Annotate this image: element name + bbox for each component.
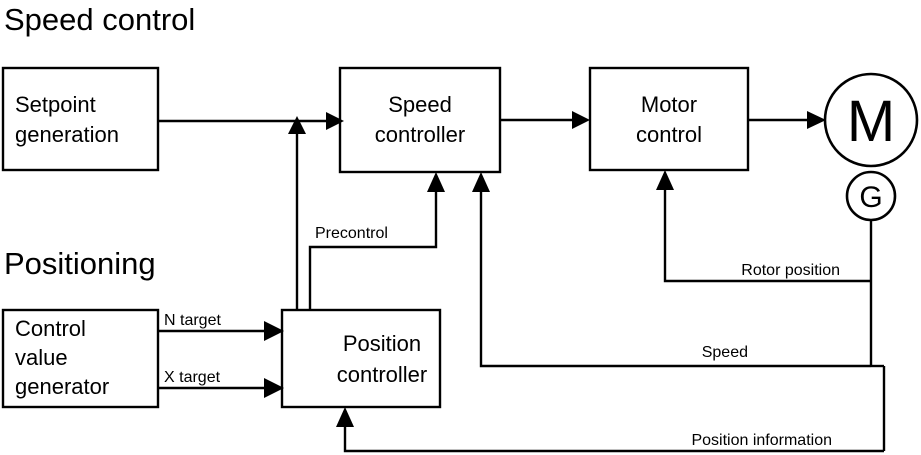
block-control-value-generator-label-line2: value [15, 345, 68, 370]
block-setpoint-generation-box [1, 66, 160, 172]
block-position-controller-label-line2: controller [337, 362, 427, 387]
block-speed-controller[interactable]: Speed controller [338, 66, 502, 174]
signal-label-precontrol: Precontrol [315, 225, 388, 242]
block-setpoint-generation-label-line1: Setpoint [15, 92, 96, 117]
connector-n-target [158, 321, 284, 341]
signal-label-n-target: N target [164, 312, 221, 329]
machine-generator[interactable]: G [845, 170, 897, 222]
section-title-positioning: Positioning [4, 246, 156, 281]
signal-label-position-information: Position information [691, 432, 832, 449]
signal-label-x-target: X target [164, 369, 221, 386]
block-speed-controller-label-line1: Speed [388, 92, 452, 117]
generator-feedback-bus [869, 220, 886, 451]
connector-position-information-feedback [336, 407, 884, 453]
connector-x-target [158, 378, 284, 398]
arrowhead-summing-junction [288, 116, 306, 134]
connector-speed-controller-to-motor-control [500, 111, 590, 129]
arrowhead-speed-into-speed-controller [472, 172, 490, 192]
block-motor-control-box [588, 66, 750, 172]
arrowhead-precontrol-into-speed-controller [427, 172, 445, 192]
block-speed-controller-label-line2: controller [375, 122, 465, 147]
block-control-value-generator-label-line1: Control [15, 316, 86, 341]
block-setpoint-generation-label-line2: generation [15, 122, 119, 147]
block-motor-control[interactable]: Motor control [588, 66, 750, 172]
section-title-speed-control: Speed control [4, 2, 195, 37]
block-control-value-generator-box [1, 308, 160, 409]
connector-speed-feedback [472, 172, 871, 368]
block-motor-control-label-line2: control [636, 122, 702, 147]
connector-rotor-position-feedback [656, 170, 871, 283]
block-position-controller-label-line1: Position [343, 331, 421, 356]
connector-position-controller-to-speed-summing [288, 116, 306, 310]
arrowhead-rotor-position-into-motor-control [656, 170, 674, 190]
connector-motor-control-to-motor [748, 111, 826, 129]
block-position-controller-box [280, 308, 442, 409]
arrowhead-into-motor [807, 111, 826, 129]
machine-motor[interactable]: M [823, 72, 919, 168]
connector-setpoint-to-speed-controller [158, 112, 344, 130]
arrowhead-n-target [264, 321, 284, 341]
signal-label-rotor-position: Rotor position [741, 262, 840, 279]
arrowhead-into-motor-control-left [572, 111, 590, 129]
arrowhead-position-information-into-position-controller [336, 407, 354, 427]
block-position-controller[interactable]: Position controller [280, 308, 442, 409]
block-speed-controller-box [338, 66, 502, 174]
arrowhead-into-speed-controller-left [326, 112, 344, 130]
block-setpoint-generation[interactable]: Setpoint generation [1, 66, 160, 172]
block-control-value-generator[interactable]: Control value generator [1, 308, 160, 409]
block-control-value-generator-label-line3: generator [15, 374, 109, 399]
block-motor-control-label-line1: Motor [641, 92, 697, 117]
arrowhead-x-target [264, 378, 284, 398]
signal-label-speed: Speed [702, 344, 748, 361]
generator-label: G [859, 181, 882, 214]
motor-label: M [847, 89, 895, 154]
connector-precontrol [308, 172, 445, 310]
